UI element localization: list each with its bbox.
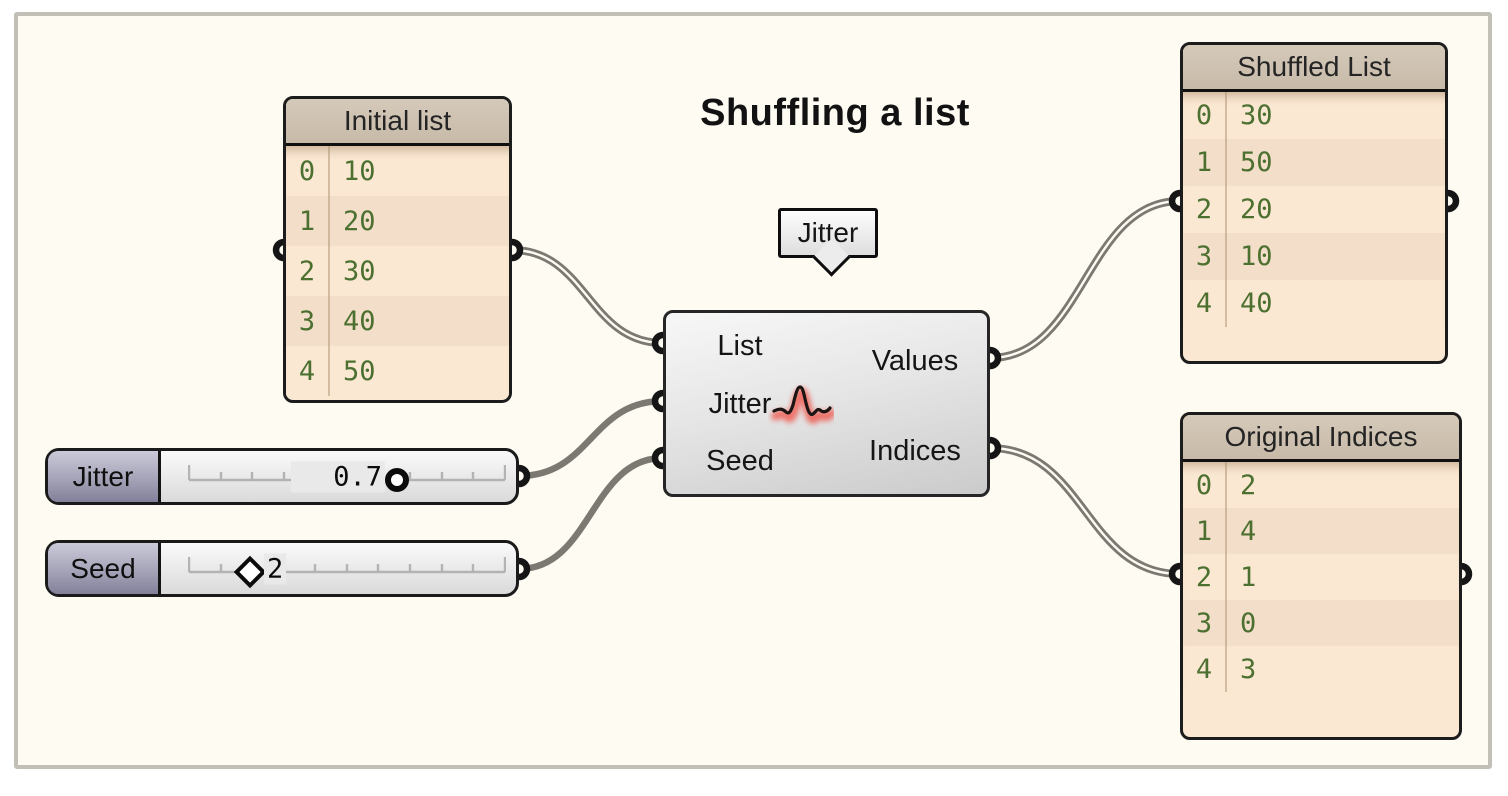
component-jitter[interactable]: List Jitter Seed Values Indices (663, 310, 990, 497)
row-value: 40 (343, 305, 376, 337)
circle-knob[interactable] (385, 468, 409, 492)
jitter-squiggle-icon (771, 385, 834, 424)
wire-values-to-shuffled-core (989, 199, 1181, 360)
row-index: 2 (298, 255, 316, 287)
row-value: 0 (1240, 607, 1257, 639)
list-item: 0 10 (286, 146, 509, 196)
panel-title: Initial list (286, 99, 509, 146)
row-value: 50 (1240, 147, 1273, 178)
page-title: Shuffling a list (700, 92, 970, 134)
index-divider (1225, 92, 1227, 327)
slider-seed-label: Seed (48, 543, 161, 594)
row-value: 40 (1240, 288, 1273, 319)
list-item: 2 20 (1183, 186, 1445, 233)
row-index: 2 (1195, 561, 1213, 593)
slider-jitter-label: Jitter (48, 451, 161, 502)
row-value: 10 (1240, 241, 1273, 272)
panel-shuffled-list[interactable]: Shuffled List 0 30 1 50 2 20 3 10 4 40 (1180, 42, 1448, 364)
input-port-jitter-label: Jitter (708, 388, 772, 420)
wire-indices-to-original-core (989, 446, 1181, 576)
row-index: 3 (298, 305, 316, 337)
list-item: 3 40 (286, 296, 509, 346)
list-item: 3 10 (1183, 233, 1445, 280)
row-index: 3 (1195, 241, 1213, 272)
input-port-seed-label: Seed (706, 445, 774, 477)
row-index: 1 (1195, 515, 1213, 547)
slider-jitter-track[interactable]: 0.7 (158, 451, 516, 502)
input-port-list-label: List (717, 330, 763, 362)
panel-rows: 0 30 1 50 2 20 3 10 4 40 (1183, 92, 1445, 327)
row-value: 30 (1240, 100, 1273, 131)
list-item: 4 40 (1183, 280, 1445, 327)
index-divider (328, 146, 330, 396)
row-index: 0 (1195, 100, 1213, 131)
panel-title: Original Indices (1183, 415, 1459, 462)
row-value: 20 (1240, 194, 1273, 225)
row-index: 4 (1195, 288, 1213, 319)
slider-jitter-value: 0.7 (291, 461, 385, 492)
list-item: 4 50 (286, 346, 509, 396)
row-index: 0 (1195, 469, 1213, 501)
component-tooltip: Jitter (778, 208, 878, 277)
row-index: 1 (298, 205, 316, 237)
slider-seed-value: 2 (264, 553, 287, 584)
row-index: 4 (298, 355, 316, 387)
slider-seed[interactable]: Seed 2 (45, 540, 519, 597)
row-value: 3 (1240, 653, 1257, 685)
list-item: 1 50 (1183, 139, 1445, 186)
row-index: 2 (1195, 194, 1213, 225)
panel-title: Shuffled List (1183, 45, 1445, 92)
row-index: 3 (1195, 607, 1213, 639)
index-divider (1225, 462, 1227, 692)
row-index: 1 (1195, 147, 1213, 178)
panel-rows: 0 10 1 20 2 30 3 40 4 50 (286, 146, 509, 396)
list-item: 1 20 (286, 196, 509, 246)
row-value: 50 (343, 355, 376, 387)
wire-seed-slider-to-input[interactable] (518, 454, 664, 573)
wire-jitter-slider-to-input[interactable] (518, 397, 664, 480)
slider-seed-track[interactable]: 2 (158, 543, 516, 594)
row-value: 4 (1240, 515, 1257, 547)
output-port-indices-label: Indices (869, 435, 961, 467)
row-value: 20 (343, 205, 376, 237)
panel-initial-list[interactable]: Initial list 0 10 1 20 2 30 3 40 4 50 (283, 96, 512, 403)
row-index: 0 (298, 155, 316, 187)
row-value: 30 (343, 255, 376, 287)
slider-jitter[interactable]: Jitter 0.7 (45, 448, 519, 505)
row-value: 10 (343, 155, 376, 187)
row-value: 1 (1240, 561, 1257, 593)
list-item: 2 30 (286, 246, 509, 296)
row-index: 4 (1195, 653, 1213, 685)
row-value: 2 (1240, 469, 1257, 501)
wire-initial-to-list-core (511, 248, 664, 345)
output-port-values-label: Values (871, 345, 959, 377)
list-item: 0 30 (1183, 92, 1445, 139)
